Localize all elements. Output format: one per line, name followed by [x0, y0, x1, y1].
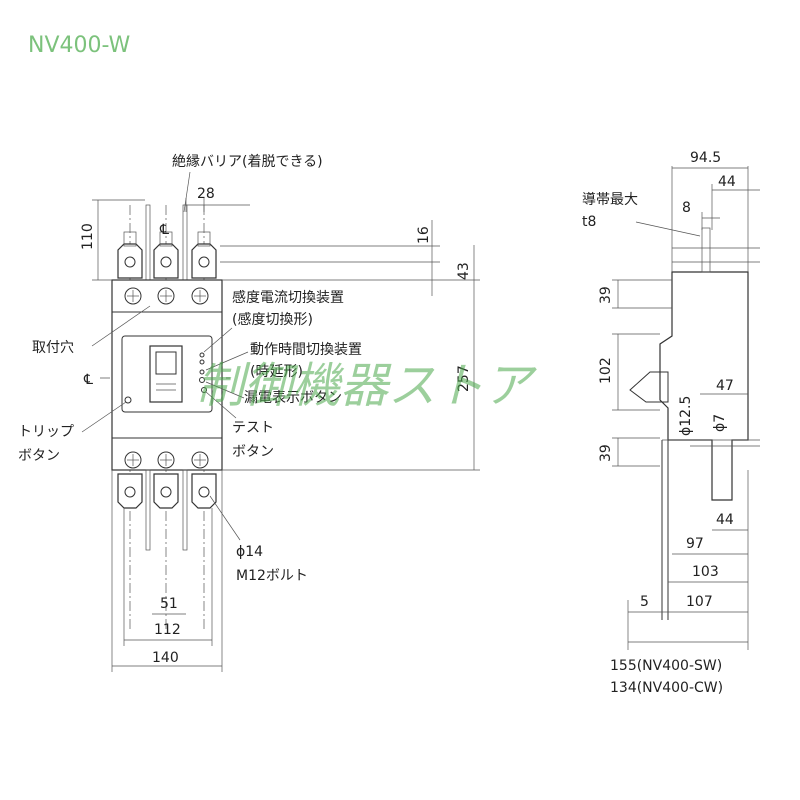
dim-43: 43: [456, 262, 472, 280]
dim-39-top: 39: [598, 286, 614, 304]
test-button[interactable]: [201, 387, 207, 393]
label-mounting-hole: 取付穴: [32, 340, 74, 356]
dim-5: 5: [640, 594, 649, 610]
label-sensitivity-switch-2: (感度切換形): [232, 311, 313, 328]
label-conductor-max: 導帯最大: [582, 192, 638, 208]
dim-16: 16: [416, 226, 432, 244]
dim-8: 8: [682, 200, 691, 216]
dim-155-sw: 155(NV400-SW): [610, 658, 722, 674]
dim-140: 140: [152, 650, 179, 666]
top-screw-2: [157, 287, 175, 305]
centerline-top-mark: ℄: [159, 222, 169, 238]
dim-51: 51: [160, 596, 178, 612]
bottom-terminals: [117, 473, 217, 509]
label-trip-1: トリップ: [18, 424, 74, 440]
sensitivity-switch-icon[interactable]: [199, 352, 205, 358]
watermark: 制御機器ストア: [196, 358, 537, 414]
dim-97: 97: [686, 536, 704, 552]
dim-102: 102: [598, 357, 614, 384]
side-view: 39 102 39 94.5 44 8 導帯最大 t8 ϕ12.5 ϕ7 47 …: [582, 150, 760, 696]
barrier-left: [145, 204, 151, 281]
label-sensitivity-switch-1: 感度電流切換装置: [232, 289, 344, 306]
top-terminals: [117, 231, 217, 279]
side-handle: [629, 371, 669, 403]
bottom-screw-1: [124, 451, 142, 469]
front-cover: [121, 335, 213, 413]
label-insulation-barrier: 絶縁バリア(着脱できる): [172, 154, 323, 170]
dim-44-bottom: 44: [716, 512, 734, 528]
label-conductor-thickness: t8: [582, 214, 596, 230]
label-leak-indicator: 漏電表示ボタン: [244, 390, 342, 406]
side-body: [659, 271, 749, 501]
label-time-switch-2: (時延形): [250, 364, 303, 380]
dim-134-cw: 134(NV400-CW): [610, 680, 723, 696]
dim-107: 107: [686, 594, 713, 610]
dim-257: 257: [456, 365, 472, 392]
label-test-2: ボタン: [232, 444, 274, 460]
bottom-screw-3: [191, 451, 209, 469]
dim-112: 112: [154, 622, 181, 638]
bottom-screw-2: [157, 451, 175, 469]
dim-47: 47: [716, 378, 734, 394]
label-trip-2: ボタン: [18, 448, 60, 464]
top-screw-3: [191, 287, 209, 305]
front-view: 28 110 16 43 257 51 112 140 絶縁バリア(着脱できる)…: [18, 154, 480, 672]
dim-110: 110: [80, 223, 96, 250]
centerline-left-mark: ℄: [83, 372, 93, 388]
label-test-1: テスト: [232, 420, 274, 436]
leak-indicator-button[interactable]: [199, 377, 205, 383]
top-screw-1: [124, 287, 142, 305]
barrier-right: [182, 204, 188, 281]
trip-button[interactable]: [124, 396, 132, 404]
dim-103: 103: [692, 564, 719, 580]
dim-39-bottom: 39: [598, 444, 614, 462]
dim-phi-7: ϕ7: [712, 414, 728, 432]
dim-28: 28: [197, 186, 215, 202]
dim-94-5: 94.5: [690, 150, 721, 166]
dim-44-top: 44: [718, 174, 736, 190]
label-bolt-size: M12ボルト: [236, 568, 308, 584]
dim-phi-12-5: ϕ12.5: [678, 396, 694, 436]
label-time-switch-1: 動作時間切換装置: [250, 342, 362, 358]
time-switch-icon[interactable]: [199, 369, 205, 375]
drawing-title: NV400-W: [28, 33, 131, 58]
label-bolt-diameter: ϕ14: [236, 544, 263, 560]
